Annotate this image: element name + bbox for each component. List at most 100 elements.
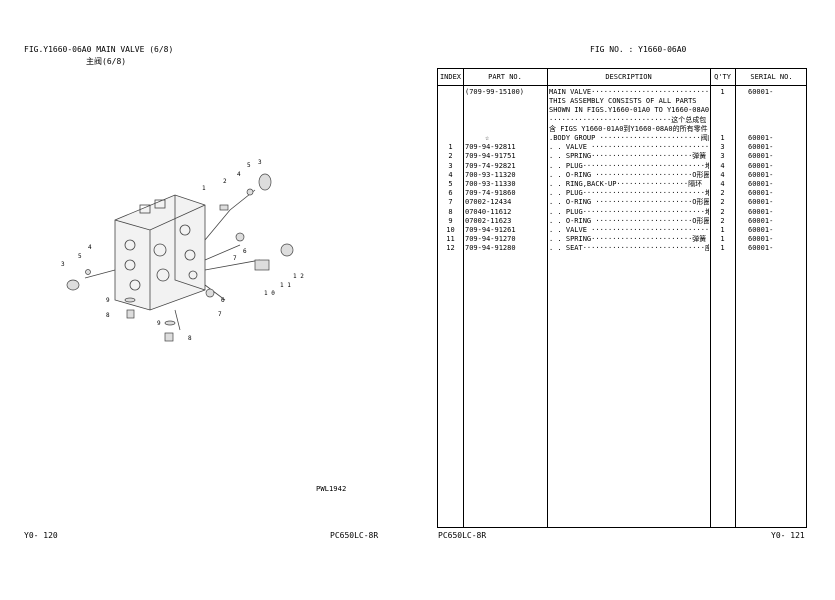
- row-part-no: 700-93-11330: [465, 180, 516, 188]
- row-index: 4: [448, 170, 453, 179]
- header-index: INDEX: [439, 73, 462, 81]
- row-qty: 4: [720, 180, 725, 188]
- row-index: 8: [448, 207, 453, 216]
- callout-12: 1 2: [293, 273, 304, 280]
- row-description: . . O-RING ·······················O形圈: [549, 170, 709, 179]
- row-part-no: 07002-12434: [465, 198, 512, 207]
- row-description: THIS ASSEMBLY CONSISTS OF ALL PARTS: [549, 97, 697, 106]
- row-serial: 60001-: [748, 216, 774, 225]
- seat-part: [280, 243, 294, 257]
- callout-9b: 9: [157, 320, 161, 327]
- row-serial: 60001-: [748, 152, 774, 161]
- row-qty: 2: [720, 189, 725, 198]
- figure-subtitle: 主阀(6/8): [86, 57, 127, 66]
- figure-title: FIG.Y1660-06A0 MAIN VALVE (6/8): [24, 45, 174, 54]
- model-left: PC650LC-8R: [330, 531, 379, 540]
- row-index: 5: [448, 180, 453, 188]
- callout-8b: 8: [188, 335, 192, 342]
- callout-4b: 4: [88, 244, 92, 251]
- fig-number: FIG NO. : Y1660-06A0: [590, 45, 687, 54]
- row-serial: 60001-: [748, 207, 774, 216]
- row-description: . . SPRING························弹簧: [549, 235, 707, 244]
- callout-1: 1: [202, 185, 206, 192]
- row-part-no: 07002-11623: [465, 216, 512, 225]
- valve-body: [114, 194, 206, 311]
- row-index: 1: [448, 143, 453, 152]
- row-serial: 60001-: [748, 198, 774, 207]
- row-qty: 2: [720, 216, 725, 225]
- header-qty: Q'TY: [714, 73, 731, 81]
- row-serial: 60001-: [748, 244, 774, 253]
- callout-2: 2: [223, 178, 227, 185]
- row-serial: 60001-: [748, 134, 774, 142]
- row-description: MAIN VALVE·····························主…: [549, 88, 709, 96]
- row-index: 7: [448, 198, 453, 207]
- row-qty: 1: [720, 226, 725, 234]
- row-qty: 1: [720, 244, 725, 253]
- row-description: .BODY GROUP ························阀座: [549, 134, 709, 142]
- row-part-no: 709-74-92821: [465, 161, 516, 170]
- row-qty: 1: [720, 235, 725, 244]
- row-serial: 60001-: [748, 88, 774, 96]
- callout-8a: 8: [106, 312, 110, 319]
- callout-5b: 5: [78, 253, 82, 260]
- row-index: 3: [448, 161, 453, 170]
- oring-part: [246, 188, 254, 196]
- callout-3b: 3: [61, 261, 65, 268]
- row-description: . . VALVE ·····························阀: [549, 226, 709, 234]
- row-part-no: 709-94-91751: [465, 152, 516, 161]
- row-qty: 3: [720, 152, 725, 161]
- row-qty: 1: [720, 88, 725, 96]
- callout-10: 1 0: [264, 290, 275, 297]
- callout-4a: 4: [237, 171, 241, 178]
- row-part-no: (709-99-15100): [465, 88, 525, 96]
- row-description: . . VALVE ·····························阀: [549, 143, 709, 152]
- model-right: PC650LC-8R: [438, 531, 487, 540]
- row-qty: 2: [720, 198, 725, 207]
- row-description: . . SPRING························弹簧: [549, 152, 707, 161]
- callout-11: 1 1: [280, 282, 291, 289]
- row-serial: 60001-: [748, 143, 774, 152]
- row-description: . . PLUG·····························堵塞: [549, 161, 709, 170]
- row-description: . . PLUG·····························堵塞: [549, 207, 709, 216]
- row-part-no: 700-93-11320: [465, 170, 516, 179]
- header-serial: SERIAL NO.: [750, 73, 793, 81]
- row-description: ·····························这个总成包: [549, 115, 707, 124]
- page-number-left: Y0- 120: [24, 531, 58, 540]
- row-description: . . PLUG·····························堵塞: [549, 189, 709, 198]
- row-serial: 60001-: [748, 189, 774, 198]
- parts-table: INDEX PART NO. DESCRIPTION Q'TY SERIAL N…: [437, 68, 807, 528]
- row-qty: 3: [720, 143, 725, 152]
- callout-6b: 6: [221, 297, 225, 304]
- row-index: 11: [446, 235, 455, 244]
- row-serial: 60001-: [748, 235, 774, 244]
- spring-part: [258, 173, 272, 191]
- row-description: . . SEAT·····························座: [549, 244, 709, 253]
- header-part-no: PART NO.: [488, 73, 522, 81]
- row-serial: 60001-: [748, 226, 774, 234]
- page-number-right: Y0- 121: [771, 531, 805, 540]
- row-qty: 4: [720, 161, 725, 170]
- row-description: . . O-RING ·······················O形圈: [549, 198, 709, 207]
- row-qty: 1: [720, 134, 725, 142]
- plug-part-left: [66, 279, 80, 291]
- callout-7a: 7: [233, 255, 237, 262]
- callout-6a: 6: [243, 248, 247, 255]
- row-serial: 60001-: [748, 170, 774, 179]
- row-index: 9: [448, 216, 453, 225]
- row-index: 12: [446, 244, 455, 253]
- row-part-no: 709-94-91280: [465, 244, 516, 253]
- plug-part: [254, 259, 270, 271]
- row-index: 2: [448, 152, 453, 161]
- callout-3a: 3: [258, 159, 262, 166]
- row-serial: 60001-: [748, 180, 774, 188]
- row-description: . . RING,BACK-UP·················隔环: [549, 180, 703, 188]
- row-part-no: ☆: [485, 134, 490, 142]
- valve-part: [219, 204, 229, 211]
- row-part-no: 709-94-92811: [465, 143, 516, 152]
- row-qty: 2: [720, 207, 725, 216]
- callout-7b: 7: [218, 311, 222, 318]
- row-part-no: 709-94-91261: [465, 226, 516, 234]
- row-index: 6: [448, 189, 453, 198]
- callout-5a: 5: [247, 162, 251, 169]
